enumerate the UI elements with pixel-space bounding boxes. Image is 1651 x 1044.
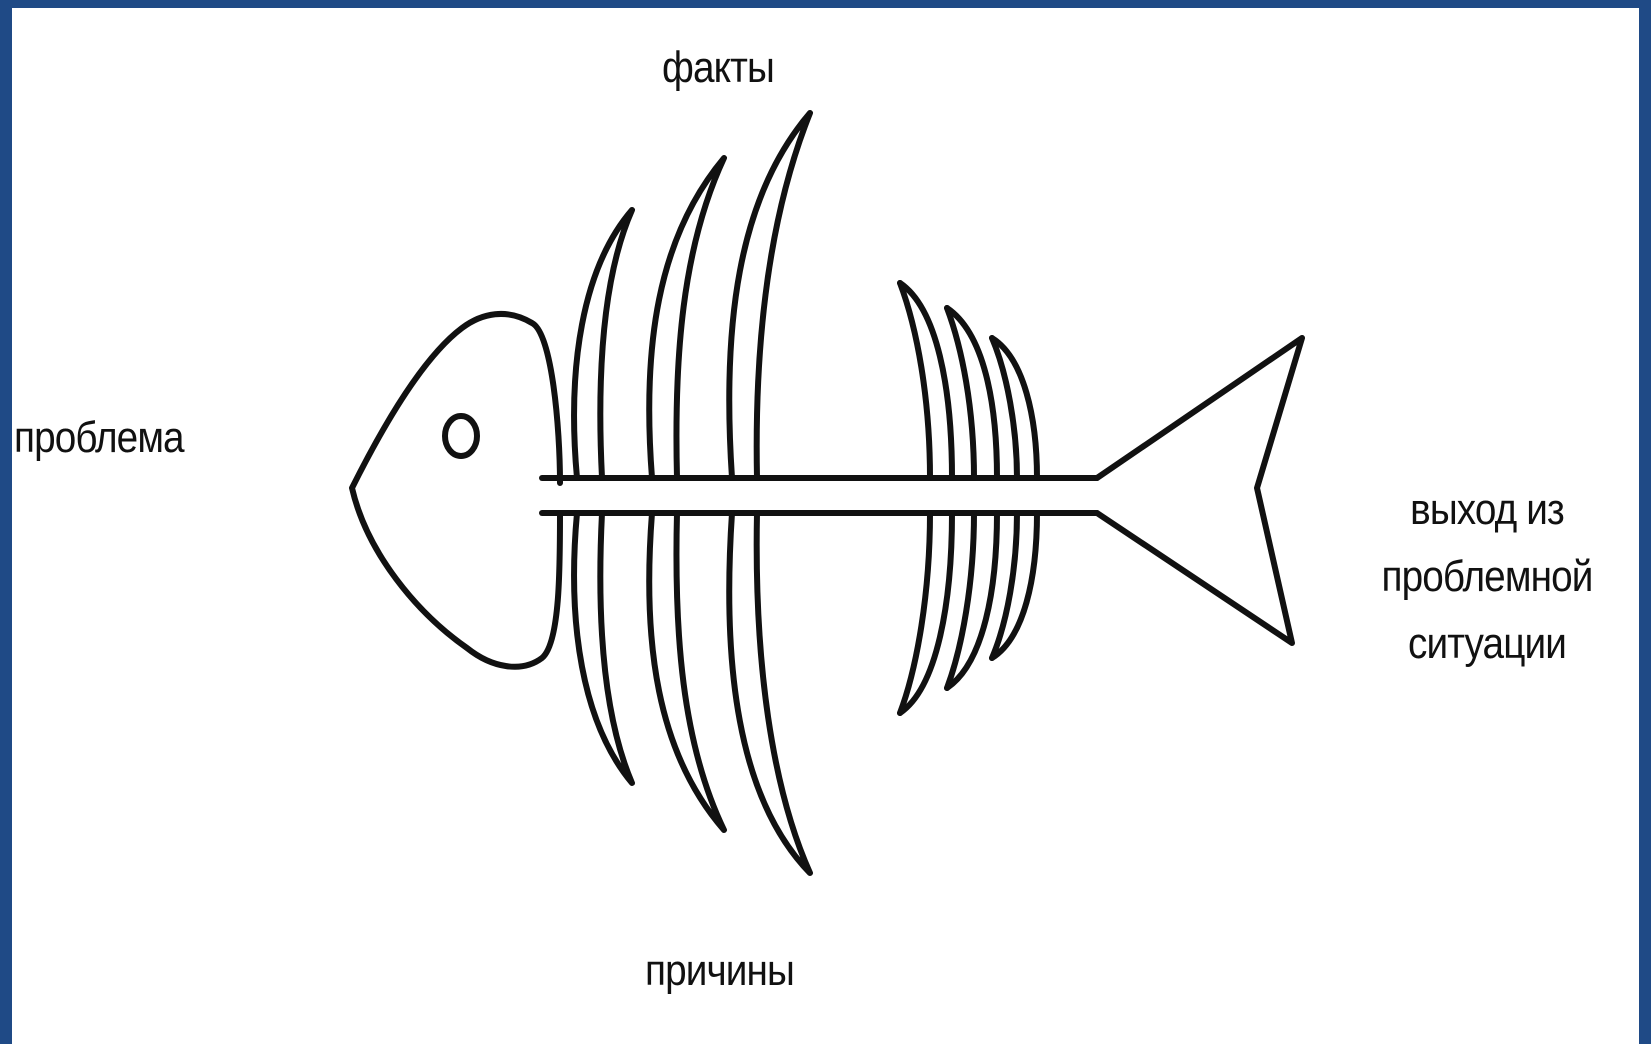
diagram-canvas: факты проблема причины выход из проблемн… bbox=[12, 8, 1639, 1044]
rib-lower-3 bbox=[729, 513, 810, 873]
rib-upper-1 bbox=[574, 210, 632, 478]
rib-lower-1 bbox=[574, 513, 632, 783]
label-facts: факты bbox=[662, 43, 774, 94]
rib-upper-3 bbox=[729, 113, 810, 478]
label-way-out-line-2: проблемной bbox=[1373, 543, 1602, 610]
rib-upper-2 bbox=[649, 158, 724, 478]
fish-head bbox=[352, 314, 560, 667]
label-way-out-line-3: ситуации bbox=[1373, 610, 1602, 677]
fish-tail bbox=[1097, 338, 1302, 643]
label-problem: проблема bbox=[14, 413, 184, 464]
label-way-out: выход из проблемной ситуации bbox=[1373, 476, 1602, 677]
rib-lower-2 bbox=[649, 513, 724, 830]
fish-eye bbox=[445, 416, 477, 456]
label-way-out-line-1: выход из bbox=[1373, 476, 1602, 543]
label-causes: причины bbox=[645, 946, 794, 997]
